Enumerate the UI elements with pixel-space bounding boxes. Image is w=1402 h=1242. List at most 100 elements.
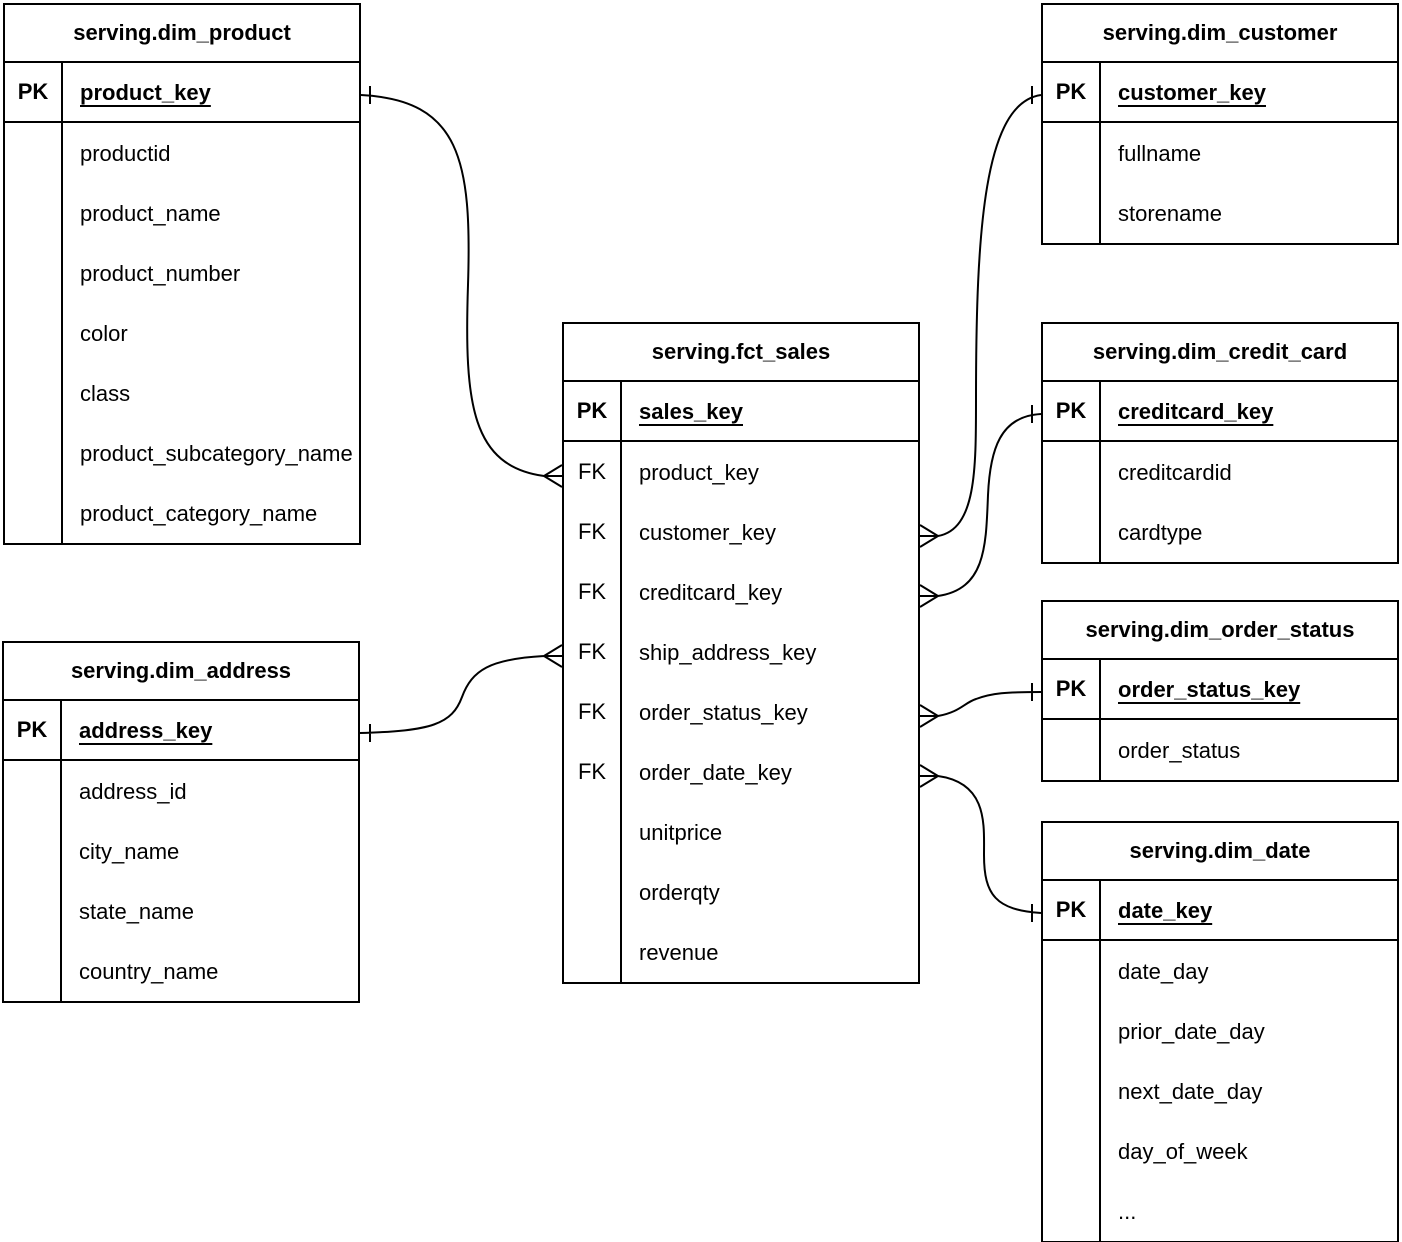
field-name: order_status_key xyxy=(639,699,808,725)
field-row[interactable]: cardtype xyxy=(1043,502,1397,562)
relationship-sales-creditcard[interactable] xyxy=(919,405,1042,608)
table-title: serving.dim_address xyxy=(4,643,358,701)
field-row[interactable]: class xyxy=(5,363,359,423)
key-gutter xyxy=(5,363,63,423)
field-name: ... xyxy=(1118,1198,1137,1224)
field-row[interactable]: address_id xyxy=(4,761,358,821)
relationship-address-sales[interactable] xyxy=(359,644,563,742)
key-gutter xyxy=(1043,1061,1101,1121)
field-row[interactable]: product_category_name xyxy=(5,483,359,543)
field-name: state_name xyxy=(79,898,194,924)
table-dim-date[interactable]: serving.dim_date PK date_key date_day pr… xyxy=(1041,821,1399,1242)
key-gutter xyxy=(1043,1001,1101,1061)
key-gutter xyxy=(1043,720,1101,780)
field-row[interactable]: revenue xyxy=(564,922,918,982)
field-row[interactable]: city_name xyxy=(4,821,358,881)
key-gutter xyxy=(564,862,622,922)
pk-field-name: address_key xyxy=(79,717,213,743)
pk-row[interactable]: PK order_status_key xyxy=(1043,660,1397,720)
field-row[interactable]: order_status xyxy=(1043,720,1397,780)
table-dim-order-status[interactable]: serving.dim_order_status PK order_status… xyxy=(1041,600,1399,782)
field-row[interactable]: productid xyxy=(5,123,359,183)
key-gutter xyxy=(1043,1181,1101,1241)
field-name: productid xyxy=(80,140,171,166)
field-name: date_day xyxy=(1118,958,1209,984)
key-gutter xyxy=(1043,1121,1101,1181)
pk-row[interactable]: PK creditcard_key xyxy=(1043,382,1397,442)
table-title: serving.dim_credit_card xyxy=(1043,324,1397,382)
field-name: product_name xyxy=(80,200,221,226)
field-row[interactable]: unitprice xyxy=(564,802,918,862)
field-row[interactable]: next_date_day xyxy=(1043,1061,1397,1121)
field-name: unitprice xyxy=(639,819,723,845)
key-gutter xyxy=(564,922,622,982)
relationship-sales-customer[interactable] xyxy=(919,86,1042,548)
field-name: prior_date_day xyxy=(1118,1018,1265,1044)
field-name: order_status xyxy=(1118,737,1241,763)
field-row[interactable]: date_day xyxy=(1043,941,1397,1001)
pk-badge: PK xyxy=(4,701,62,759)
field-name: fullname xyxy=(1118,140,1202,166)
field-row[interactable]: FK product_key xyxy=(564,442,918,502)
key-gutter xyxy=(5,243,63,303)
pk-field-name: sales_key xyxy=(639,398,743,424)
field-row[interactable]: color xyxy=(5,303,359,363)
field-row[interactable]: product_number xyxy=(5,243,359,303)
field-row[interactable]: country_name xyxy=(4,941,358,1001)
pk-row[interactable]: PK customer_key xyxy=(1043,63,1397,123)
field-row[interactable]: prior_date_day xyxy=(1043,1001,1397,1061)
field-row[interactable]: creditcardid xyxy=(1043,442,1397,502)
key-gutter xyxy=(1043,941,1101,1001)
field-name: color xyxy=(80,320,128,346)
table-dim-address[interactable]: serving.dim_address PK address_key addre… xyxy=(2,641,360,1003)
key-gutter xyxy=(4,941,62,1001)
pk-field-name: customer_key xyxy=(1118,79,1266,105)
pk-badge: PK xyxy=(564,382,622,440)
key-gutter xyxy=(5,423,63,483)
pk-row[interactable]: PK product_key xyxy=(5,63,359,123)
fk-badge: FK xyxy=(564,442,622,502)
table-dim-credit-card[interactable]: serving.dim_credit_card PK creditcard_ke… xyxy=(1041,322,1399,564)
key-gutter xyxy=(1043,442,1101,502)
pk-badge: PK xyxy=(1043,63,1101,121)
field-row[interactable]: storename xyxy=(1043,183,1397,243)
key-gutter xyxy=(5,303,63,363)
pk-row[interactable]: PK date_key xyxy=(1043,881,1397,941)
field-row[interactable]: product_subcategory_name xyxy=(5,423,359,483)
field-row[interactable]: product_name xyxy=(5,183,359,243)
field-row[interactable]: fullname xyxy=(1043,123,1397,183)
field-row[interactable]: orderqty xyxy=(564,862,918,922)
relationship-sales-orderstatus[interactable] xyxy=(919,683,1042,728)
pk-row[interactable]: PK address_key xyxy=(4,701,358,761)
field-name: ship_address_key xyxy=(639,639,817,665)
field-row[interactable]: ... xyxy=(1043,1181,1397,1241)
field-name: country_name xyxy=(79,958,219,984)
field-name: product_key xyxy=(639,459,759,485)
pk-field-name: creditcard_key xyxy=(1118,398,1274,424)
field-name: order_date_key xyxy=(639,759,792,785)
fk-badge: FK xyxy=(564,742,622,802)
key-gutter xyxy=(1043,183,1101,243)
field-row[interactable]: day_of_week xyxy=(1043,1121,1397,1181)
pk-row[interactable]: PK sales_key xyxy=(564,382,918,442)
field-name: cardtype xyxy=(1118,519,1203,545)
relationship-product-sales[interactable] xyxy=(360,86,563,488)
table-dim-product[interactable]: serving.dim_product PK product_key produ… xyxy=(3,3,361,545)
relationship-sales-date[interactable] xyxy=(919,764,1042,922)
table-title: serving.dim_product xyxy=(5,5,359,63)
key-gutter xyxy=(4,821,62,881)
key-gutter xyxy=(4,881,62,941)
table-dim-customer[interactable]: serving.dim_customer PK customer_key ful… xyxy=(1041,3,1399,245)
pk-field-name: date_key xyxy=(1118,897,1213,923)
field-row[interactable]: state_name xyxy=(4,881,358,941)
fk-badge: FK xyxy=(564,562,622,622)
field-row[interactable]: FK order_date_key xyxy=(564,742,918,802)
field-name: customer_key xyxy=(639,519,776,545)
field-name: revenue xyxy=(639,939,719,965)
